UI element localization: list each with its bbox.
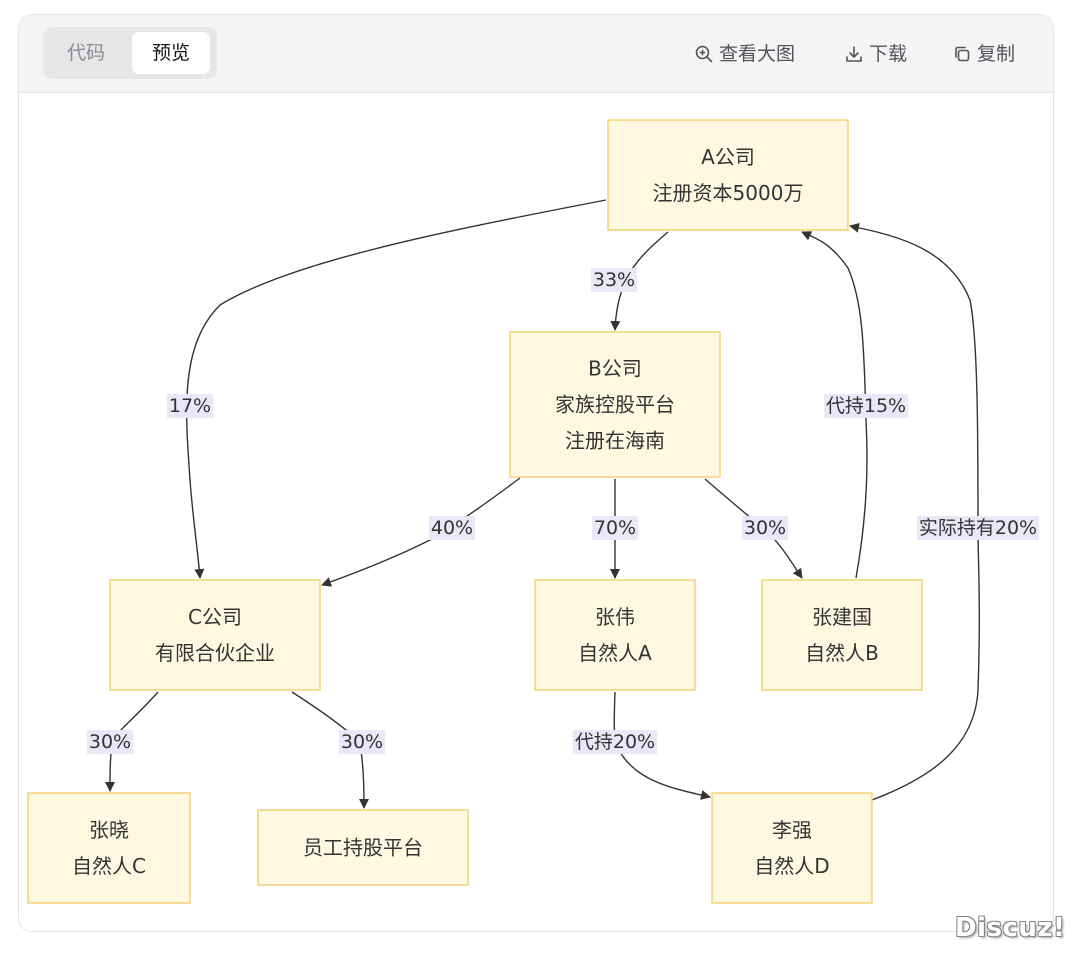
edge-label-zw-lq: 代持20% [572, 730, 658, 754]
edge-label-bg [916, 516, 1040, 540]
edge-label-text: 代持20% [575, 731, 655, 753]
node-box [509, 331, 721, 478]
node-box [109, 579, 321, 691]
node-text-line: 张建国 [812, 605, 872, 629]
copy-button[interactable]: 复制 [953, 37, 1015, 71]
node-text-line: C公司 [188, 605, 242, 629]
edge-label-B-zjg: 30% [741, 516, 789, 540]
edge-label-bg [338, 730, 386, 754]
copy-icon [955, 46, 970, 62]
edge-label-text: 33% [593, 269, 635, 291]
edge-label-lq-A: 实际持有20% [916, 516, 1040, 540]
diagram-preview-card: 代码 预览 查看大图 下载 复制 [18, 14, 1054, 932]
node-text-line: 自然人C [72, 854, 146, 878]
edge-label-B-C: 40% [428, 516, 476, 540]
edge-label-bg [86, 730, 134, 754]
edge-label-text: 70% [594, 517, 636, 539]
zoom-in-icon [695, 45, 713, 63]
edge-label-bg [428, 516, 476, 540]
node-box [534, 579, 696, 691]
node-box [27, 792, 191, 904]
edge-label-text: 30% [341, 731, 383, 753]
edge-label-bg [591, 516, 639, 540]
edge-label-A-B: 33% [590, 268, 638, 292]
edge-label-bg [166, 394, 214, 418]
node-text-line: 家族控股平台 [555, 393, 675, 417]
edge-lq-A [849, 222, 981, 801]
edge-label-B-zw: 70% [591, 516, 639, 540]
node-box [607, 119, 849, 231]
edge-label-text: 17% [169, 395, 211, 417]
node-text-line: 自然人B [805, 641, 879, 665]
tab-preview[interactable]: 预览 [132, 32, 210, 74]
view-large-label: 查看大图 [719, 43, 796, 65]
toolbar: 代码 预览 查看大图 下载 复制 [19, 15, 1053, 93]
view-toggle: 代码 预览 [43, 27, 217, 79]
edge-B-C [321, 477, 521, 587]
discuz-watermark: Discuz! [955, 913, 1066, 943]
node-box [761, 579, 923, 691]
edge-label-C-zx: 30% [86, 730, 134, 754]
node-text-line: 有限合伙企业 [155, 641, 275, 665]
copy-label: 复制 [977, 43, 1016, 65]
edge-label-bg [741, 516, 789, 540]
edge-label-text: 代持15% [826, 395, 906, 417]
download-label: 下载 [869, 43, 908, 65]
node-text-line: 张晓 [89, 818, 129, 842]
download-icon [846, 46, 862, 62]
node-box [257, 809, 469, 886]
node-text-line: B公司 [588, 357, 642, 381]
edge-A-C [185, 199, 607, 579]
edge-label-text: 40% [431, 517, 473, 539]
edge-label-C-ygcg: 30% [338, 730, 386, 754]
node-ygcg: 员工持股平台 [257, 809, 469, 886]
node-text-line: 注册资本5000万 [653, 181, 804, 205]
edge-label-bg [572, 730, 658, 754]
node-text-line: 自然人A [578, 641, 652, 665]
edge-label-text: 实际持有20% [919, 517, 1037, 539]
download-button[interactable]: 下载 [845, 37, 907, 71]
tab-code[interactable]: 代码 [66, 42, 105, 64]
node-text-line: 注册在海南 [565, 429, 665, 453]
edge-label-text: 30% [89, 731, 131, 753]
edge-label-bg [823, 394, 909, 418]
edge-label-A-C: 17% [166, 394, 214, 418]
edge-label-text: 30% [744, 517, 786, 539]
edge-label-zjg-A: 代持15% [823, 394, 909, 418]
view-large-button[interactable]: 查看大图 [695, 37, 795, 71]
node-text-line: 员工持股平台 [303, 836, 423, 860]
edge-zjg-A [801, 231, 868, 579]
node-box [711, 792, 873, 904]
node-text-line: 自然人D [754, 854, 829, 878]
node-text-line: 张伟 [595, 605, 635, 629]
node-text-line: 李强 [772, 818, 812, 842]
edge-label-bg [590, 268, 638, 292]
node-text-line: A公司 [701, 145, 755, 169]
